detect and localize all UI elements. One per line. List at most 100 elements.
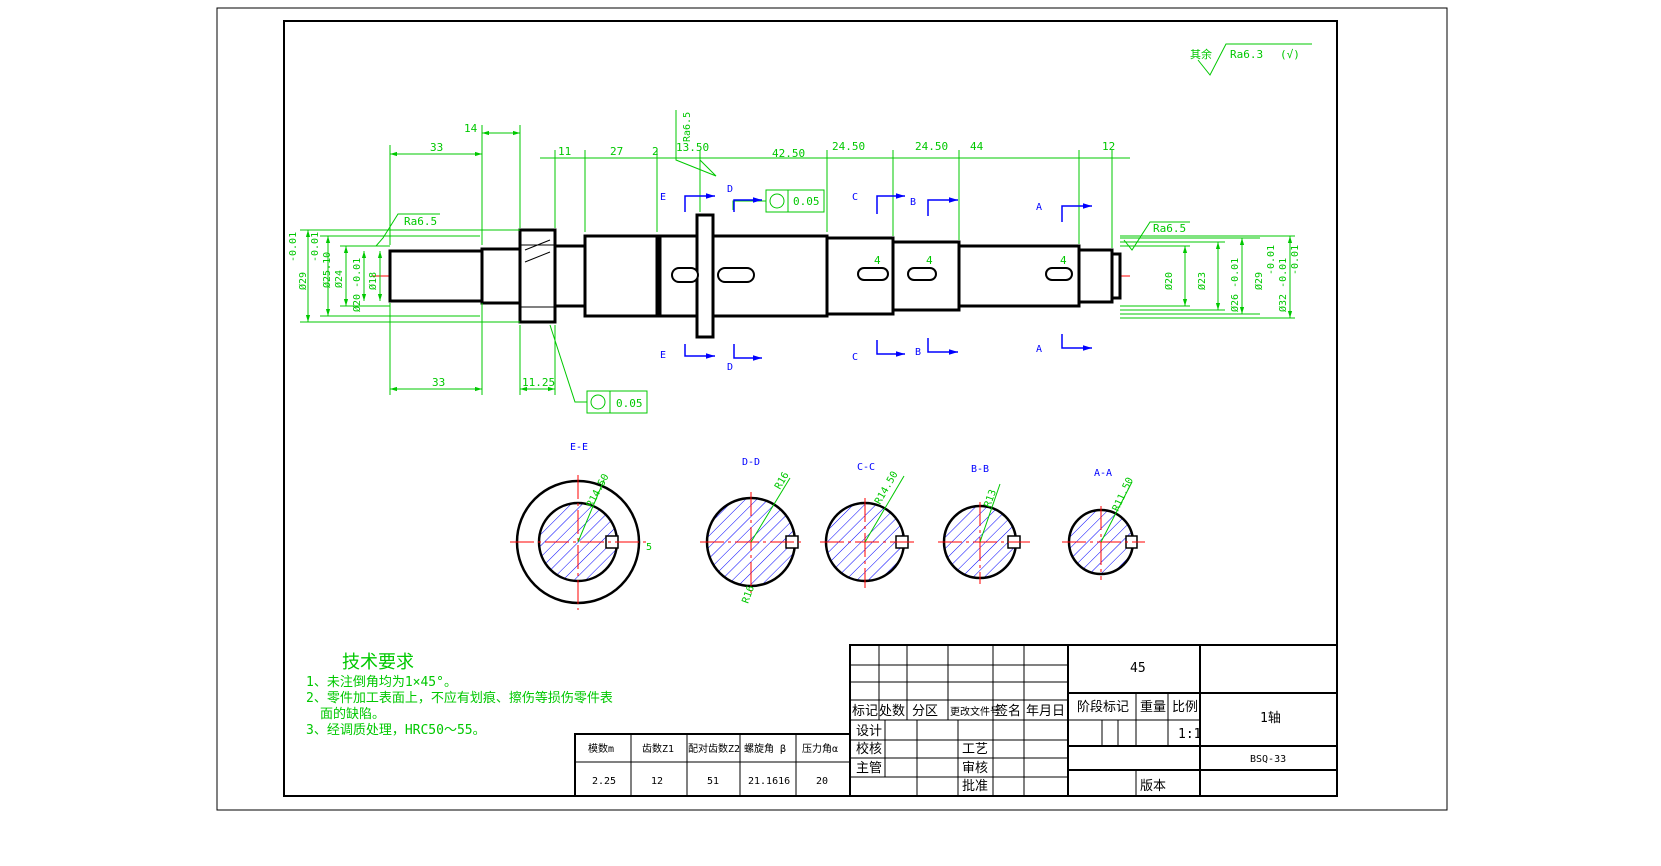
- svg-text:-0.01: -0.01: [288, 232, 299, 262]
- svg-text:模数m: 模数m: [588, 742, 614, 755]
- svg-text:D: D: [727, 362, 733, 373]
- svg-text:12: 12: [651, 776, 663, 787]
- svg-text:E-E: E-E: [570, 442, 588, 453]
- svg-text:4: 4: [874, 254, 881, 267]
- svg-text:1:1: 1:1: [1178, 727, 1201, 742]
- sheet-outer-border: [216, 7, 1448, 811]
- svg-text:(√): (√): [1280, 48, 1300, 61]
- svg-text:Ø29: Ø29: [1253, 272, 1265, 290]
- svg-text:BSQ-33: BSQ-33: [1250, 754, 1286, 765]
- svg-text:E: E: [660, 350, 666, 361]
- svg-text:2.25: 2.25: [592, 776, 616, 787]
- section-a-a: A-A R11.50: [1062, 468, 1145, 580]
- svg-text:R16: R16: [740, 584, 757, 605]
- bottom-dimensions: 33 11.25: [389, 303, 556, 395]
- svg-text:21.1616: 21.1616: [748, 776, 790, 787]
- svg-text:2: 2: [652, 145, 659, 158]
- svg-text:E: E: [660, 192, 666, 203]
- svg-text:24.50: 24.50: [832, 140, 865, 153]
- svg-text:33: 33: [432, 376, 445, 389]
- svg-text:4: 4: [1060, 254, 1067, 267]
- svg-text:Ø29: Ø29: [297, 272, 309, 290]
- svg-text:比例: 比例: [1172, 700, 1198, 715]
- svg-text:分区: 分区: [912, 704, 938, 719]
- svg-text:Ø25.10: Ø25.10: [321, 252, 333, 288]
- svg-text:51: 51: [707, 776, 719, 787]
- svg-text:设计: 设计: [856, 724, 882, 739]
- svg-text:版本: 版本: [1140, 779, 1166, 794]
- top-dimensions: 14 33 11 27 2 13.50 42.50 24.50 24.50 44…: [389, 122, 1130, 248]
- svg-text:其余: 其余: [1190, 47, 1212, 61]
- svg-text:11: 11: [558, 145, 571, 158]
- svg-text:批准: 批准: [962, 779, 988, 794]
- svg-text:D-D: D-D: [742, 457, 760, 468]
- general-roughness-symbol: 其余 Ra6.3 (√): [1190, 43, 1312, 76]
- svg-text:B-B: B-B: [971, 464, 989, 475]
- svg-text:Ø20 -0.01: Ø20 -0.01: [351, 258, 363, 312]
- svg-text:D: D: [727, 184, 733, 195]
- svg-text:0.05: 0.05: [616, 397, 643, 410]
- svg-text:1、未注倒角均为1×45°。: 1、未注倒角均为1×45°。: [306, 675, 457, 690]
- svg-text:-0.01: -0.01: [310, 232, 321, 262]
- svg-text:4: 4: [926, 254, 933, 267]
- svg-text:Ra6.3: Ra6.3: [1230, 48, 1263, 61]
- svg-text:B: B: [915, 347, 921, 358]
- svg-text:压力角α: 压力角α: [802, 742, 838, 755]
- svg-text:27: 27: [610, 145, 623, 158]
- svg-text:年月日: 年月日: [1026, 704, 1065, 719]
- svg-text:0.05: 0.05: [793, 195, 820, 208]
- svg-text:42.50: 42.50: [772, 147, 805, 160]
- svg-text:工艺: 工艺: [962, 742, 988, 757]
- shaft-body: [388, 213, 1122, 339]
- svg-text:R13: R13: [982, 488, 999, 509]
- svg-text:校核: 校核: [856, 741, 882, 757]
- svg-text:R11.50: R11.50: [1111, 476, 1136, 513]
- section-markers: E E D D C C B B A A: [660, 184, 1092, 373]
- svg-text:14: 14: [464, 122, 478, 135]
- svg-text:A-A: A-A: [1094, 468, 1112, 479]
- svg-text:审核: 审核: [962, 761, 988, 776]
- svg-text:Ø23: Ø23: [1196, 272, 1208, 290]
- svg-text:C: C: [852, 192, 858, 203]
- svg-text:Ø26 -0.01: Ø26 -0.01: [1229, 258, 1241, 312]
- svg-text:Ra6.5: Ra6.5: [404, 215, 437, 228]
- svg-text:C: C: [852, 352, 858, 363]
- svg-text:处数: 处数: [879, 704, 905, 719]
- svg-text:1轴: 1轴: [1260, 711, 1281, 726]
- svg-text:12: 12: [1102, 140, 1115, 153]
- svg-text:C-C: C-C: [857, 462, 875, 473]
- svg-text:Ø24: Ø24: [333, 270, 345, 288]
- svg-text:20: 20: [816, 776, 828, 787]
- keyways: [671, 267, 1073, 283]
- svg-text:阶段标记: 阶段标记: [1077, 700, 1129, 715]
- gear-parameter-table: 模数m 齿数Z1 配对齿数Z2 螺旋角 β 压力角α 2.25 12 51 21…: [574, 733, 851, 797]
- svg-text:重量: 重量: [1140, 699, 1166, 715]
- title-block: 45 标记 处数 分区 更改文件号 签名 年月日 阶段标记 重量 比例 1:1 …: [849, 644, 1338, 797]
- section-d-d: D-D R16 R16: [700, 457, 805, 605]
- section-e-e: E-E R14.50 5: [510, 442, 652, 610]
- svg-text:主管: 主管: [856, 761, 882, 776]
- shoulder-roughness-symbol: Ra6.5: [675, 110, 717, 177]
- svg-text:更改文件号: 更改文件号: [950, 705, 1000, 718]
- svg-text:3、经调质处理，HRC50～55。: 3、经调质处理，HRC50～55。: [306, 723, 486, 738]
- svg-text:螺旋角 β: 螺旋角 β: [744, 742, 786, 755]
- svg-text:11.25: 11.25: [522, 376, 555, 389]
- svg-text:24.50: 24.50: [915, 140, 948, 153]
- svg-text:2、零件加工表面上，不应有划痕、擦伤等损伤零件表: 2、零件加工表面上，不应有划痕、擦伤等损伤零件表: [306, 690, 613, 706]
- svg-text:-0.01: -0.01: [1290, 245, 1301, 275]
- svg-text:5: 5: [646, 542, 652, 553]
- svg-text:B: B: [910, 197, 916, 208]
- svg-text:-0.01: -0.01: [1266, 245, 1277, 275]
- svg-text:齿数Z1: 齿数Z1: [642, 742, 674, 755]
- svg-text:签名: 签名: [995, 703, 1021, 719]
- svg-text:Ø18: Ø18: [367, 272, 379, 290]
- svg-text:标记: 标记: [852, 704, 878, 719]
- svg-text:45: 45: [1130, 661, 1146, 676]
- runout-tolerance-top: 0.05: [732, 189, 825, 213]
- runout-tolerance-bottom: 0.05: [549, 324, 648, 414]
- technical-requirements: 技术要求 1、未注倒角均为1×45°。 2、零件加工表面上，不应有划痕、擦伤等损…: [306, 652, 613, 738]
- svg-text:13.50: 13.50: [676, 141, 709, 154]
- svg-text:Ø20: Ø20: [1163, 272, 1175, 290]
- svg-text:A: A: [1036, 344, 1042, 355]
